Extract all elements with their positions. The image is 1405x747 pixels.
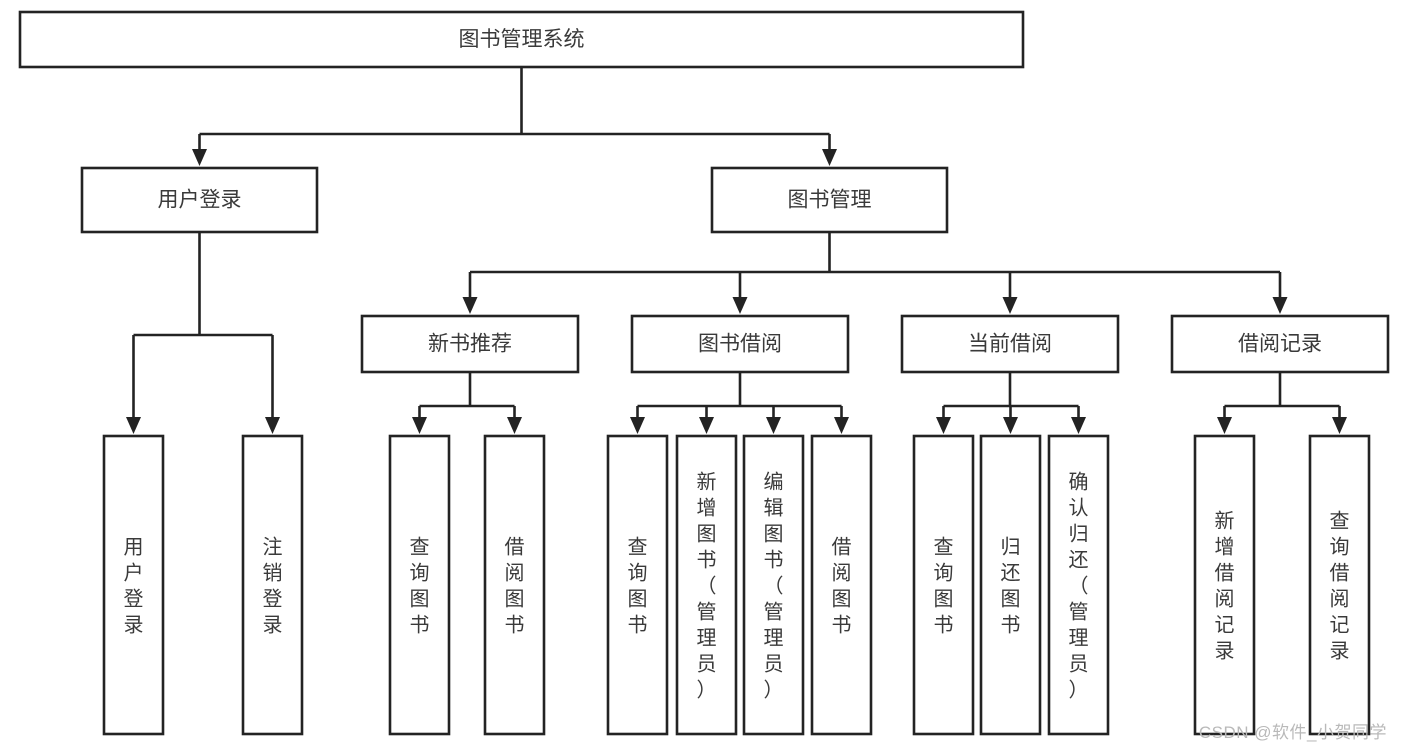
connector-borrow_record: [1217, 372, 1347, 434]
node-label: 图书管理系统: [459, 28, 585, 51]
node-label: 用户登录: [158, 189, 242, 212]
node-label: 借阅图书: [832, 535, 852, 636]
edge-layer: [126, 67, 1347, 434]
node-label: 当前借阅: [968, 333, 1052, 356]
node-box: [483, 434, 546, 736]
node-leaf-return-book[interactable]: 归还图书: [979, 434, 1042, 736]
node-label: 编辑图书（管理员）: [764, 470, 784, 701]
node-leaf-query-record[interactable]: 查询借阅记录: [1308, 434, 1371, 736]
node-box: [241, 434, 304, 736]
connector-root: [192, 67, 837, 166]
node-box: [102, 434, 165, 736]
connector-current_borrow: [936, 372, 1086, 434]
node-label: 查询借阅记录: [1330, 509, 1350, 662]
node-label: 注销登录: [263, 535, 283, 636]
node-label: 确认归还（管理员）: [1069, 470, 1089, 701]
node-box: [742, 434, 805, 736]
node-box: [912, 434, 975, 736]
node-leaf-edit-book[interactable]: 编辑图书（管理员）: [742, 434, 805, 736]
node-box: [388, 434, 451, 736]
node-user-login[interactable]: 用户登录: [80, 166, 319, 234]
node-label: 借阅图书: [505, 535, 525, 636]
node-box: [606, 434, 669, 736]
node-box: [630, 314, 850, 374]
node-borrow-record[interactable]: 借阅记录: [1170, 314, 1390, 374]
node-box: [80, 166, 319, 234]
node-leaf-query-book-3[interactable]: 查询图书: [912, 434, 975, 736]
node-label: 用户登录: [124, 536, 144, 636]
connector-book_manage: [462, 232, 1288, 314]
node-label: 查询图书: [410, 535, 430, 636]
node-new-book-rec[interactable]: 新书推荐: [360, 314, 580, 374]
node-leaf-confirm-return[interactable]: 确认归还（管理员）: [1047, 434, 1110, 736]
node-label: 图书借阅: [698, 333, 782, 356]
node-label: 新书推荐: [428, 333, 512, 356]
node-leaf-borrow-book-1[interactable]: 借阅图书: [483, 434, 546, 736]
node-leaf-add-book[interactable]: 新增图书（管理员）: [675, 434, 738, 736]
node-label: 归还图书: [1001, 535, 1021, 636]
node-box: [1170, 314, 1390, 374]
node-label: 图书管理: [788, 189, 872, 212]
node-box: [1308, 434, 1371, 736]
node-book-manage[interactable]: 图书管理: [710, 166, 949, 234]
node-label: 借阅记录: [1238, 333, 1322, 356]
node-leaf-user-login[interactable]: 用户登录: [102, 434, 165, 736]
node-box: [360, 314, 580, 374]
node-leaf-borrow-book-2[interactable]: 借阅图书: [810, 434, 873, 736]
node-box: [710, 166, 949, 234]
node-root[interactable]: 图书管理系统: [18, 10, 1025, 69]
node-layer: 图书管理系统用户登录图书管理新书推荐图书借阅当前借阅借阅记录用户登录注销登录查询…: [18, 10, 1390, 736]
node-leaf-query-book-2[interactable]: 查询图书: [606, 434, 669, 736]
node-box: [1193, 434, 1256, 736]
node-label: 查询图书: [628, 535, 648, 636]
node-box: [675, 434, 738, 736]
node-leaf-add-record[interactable]: 新增借阅记录: [1193, 434, 1256, 736]
connector-user_login: [126, 232, 280, 434]
node-label: 查询图书: [934, 535, 954, 636]
node-box: [810, 434, 873, 736]
node-box: [900, 314, 1120, 374]
node-box: [979, 434, 1042, 736]
node-box: [18, 10, 1025, 69]
node-book-borrow[interactable]: 图书借阅: [630, 314, 850, 374]
node-leaf-query-book-1[interactable]: 查询图书: [388, 434, 451, 736]
node-box: [1047, 434, 1110, 736]
node-label: 新增图书（管理员）: [697, 470, 717, 701]
connector-book_borrow: [630, 372, 849, 434]
node-leaf-logout[interactable]: 注销登录: [241, 434, 304, 736]
node-label: 新增借阅记录: [1215, 509, 1235, 662]
connector-new_book_rec: [412, 372, 522, 434]
node-current-borrow[interactable]: 当前借阅: [900, 314, 1120, 374]
